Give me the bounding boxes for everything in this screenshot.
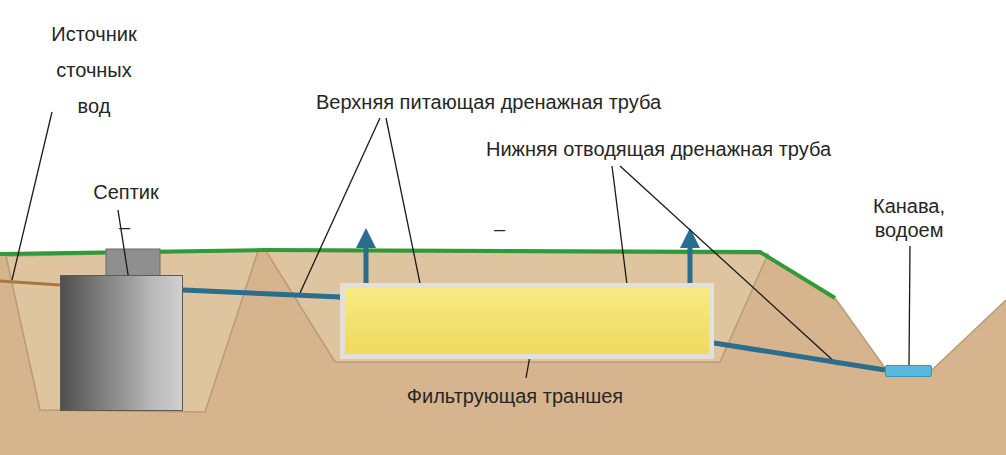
ground-mark: –: [119, 215, 130, 239]
drain-pipe: [183, 290, 340, 297]
septic-neck: [106, 249, 160, 277]
ditch-bank: [835, 298, 1006, 370]
septic-tank: Септик: [60, 275, 183, 411]
inlet-pipe: [0, 281, 60, 285]
ditch-water: Канава, водоем: [885, 365, 932, 377]
trench-pit: [266, 251, 768, 362]
feed-pipe-label: Верхняя питающая дренажная труба: [316, 90, 661, 114]
ground-mark: –: [494, 217, 505, 241]
node-label: Канава, водоем: [849, 194, 969, 242]
source-label: Источник сточных вод: [42, 16, 146, 124]
filter-trench: Фильтрующая траншея: [340, 283, 714, 359]
node-label: Фильтрующая траншея: [355, 384, 675, 408]
node-label: Септик: [51, 180, 201, 204]
drain-pipe: [714, 343, 885, 370]
drain-pipe-label: Нижняя отводящая дренажная труба: [486, 137, 831, 161]
septic-pit: [6, 251, 258, 412]
ground: [0, 250, 1006, 455]
